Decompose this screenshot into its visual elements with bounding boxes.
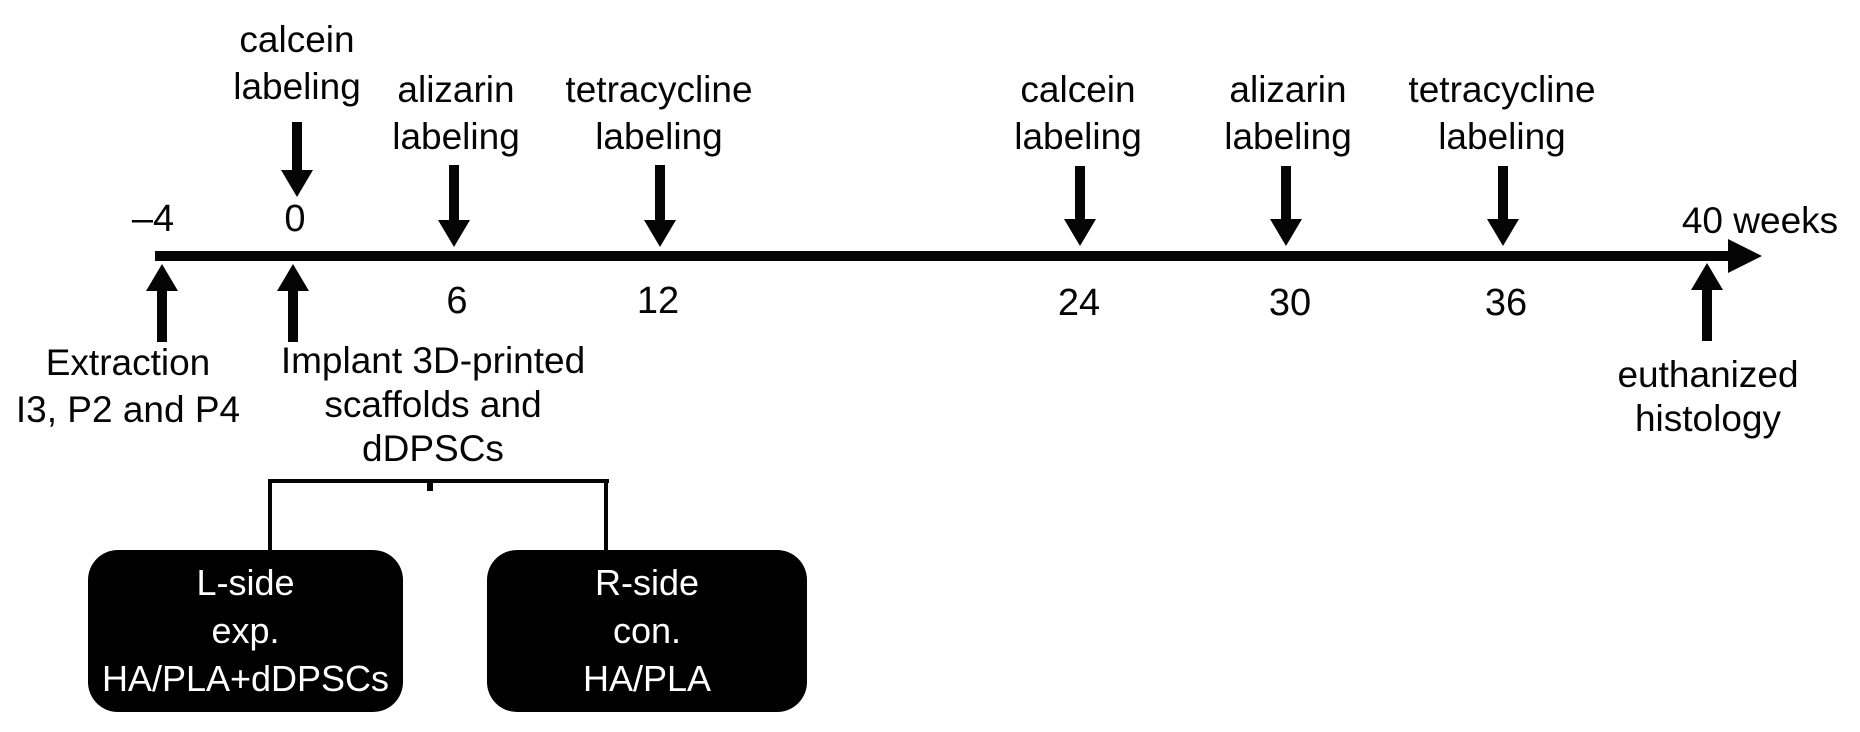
event-label-line: labeling: [392, 116, 520, 157]
event-label-line: I3, P2 and P4: [15, 389, 241, 430]
timeline-axis: [155, 251, 1732, 261]
bracket-right-leg: [604, 479, 608, 552]
event-label-line: tetracycline: [565, 69, 753, 110]
bracket-horizontal-line: [268, 479, 609, 483]
event-label-line: euthanized: [1617, 354, 1799, 395]
event-label-calcein-week24: calcein labeling: [1014, 66, 1142, 160]
event-label-calcein-week0: calcein labeling: [233, 16, 361, 110]
group-box-line: exp.: [211, 610, 280, 651]
up-arrow-icon: [276, 264, 310, 342]
down-arrow-icon: [1486, 166, 1520, 246]
down-arrow-icon: [437, 165, 471, 247]
event-label-line: dDPSCs: [362, 428, 504, 469]
event-label-line: labeling: [233, 66, 361, 107]
tick-week-12: 12: [636, 280, 680, 322]
group-box-line: HA/PLA: [582, 658, 712, 699]
bracket-center-tick: [427, 482, 433, 491]
event-label-alizarin-week30: alizarin labeling: [1224, 66, 1352, 160]
group-box-left-side: L-side exp. HA/PLA+dDPSCs: [88, 550, 403, 712]
down-arrow-icon: [1063, 166, 1097, 246]
tick-week-30: 30: [1268, 282, 1312, 324]
event-label-line: scaffolds and: [324, 384, 542, 425]
event-label-line: calcein: [239, 19, 355, 60]
up-arrow-icon: [145, 264, 179, 342]
event-label-implant: Implant 3D-printed scaffolds and dDPSCs: [281, 339, 585, 471]
event-label-line: calcein: [1020, 69, 1136, 110]
timeline-axis-arrowhead-icon: [1728, 239, 1762, 273]
event-label-line: labeling: [595, 116, 723, 157]
group-box-right-side: R-side con. HA/PLA: [487, 550, 807, 712]
down-arrow-icon: [643, 165, 677, 247]
event-label-line: alizarin: [397, 69, 515, 110]
tick-week-0: 0: [284, 198, 306, 240]
event-label-extraction: Extraction I3, P2 and P4: [16, 339, 240, 433]
event-label-tetracycline-week36: tetracycline labeling: [1408, 66, 1595, 160]
event-label-euthanized: euthanized histology: [1617, 353, 1798, 441]
tick-week-minus4: –4: [131, 198, 175, 240]
event-label-line: Implant 3D-printed: [280, 340, 586, 381]
group-box-line: R-side: [594, 562, 700, 603]
group-box-line: con.: [612, 610, 682, 651]
tick-week-6: 6: [446, 280, 468, 322]
event-label-line: tetracycline: [1408, 69, 1596, 110]
tick-week-36: 36: [1484, 282, 1528, 324]
axis-end-label: 40 weeks: [1681, 200, 1839, 241]
down-arrow-icon: [280, 122, 314, 197]
down-arrow-icon: [1269, 166, 1303, 246]
event-label-line: labeling: [1014, 116, 1142, 157]
event-label-line: Extraction: [45, 342, 211, 383]
event-label-line: alizarin: [1229, 69, 1347, 110]
event-label-tetracycline-week12: tetracycline labeling: [565, 66, 752, 160]
bracket-left-leg: [268, 479, 272, 552]
event-label-line: labeling: [1438, 116, 1566, 157]
group-box-line: L-side: [196, 562, 295, 603]
event-label-line: histology: [1634, 398, 1782, 439]
up-arrow-icon: [1690, 263, 1724, 341]
event-label-line: labeling: [1224, 116, 1352, 157]
tick-week-24: 24: [1057, 282, 1101, 324]
group-box-line: HA/PLA+dDPSCs: [101, 658, 390, 699]
event-label-alizarin-week6: alizarin labeling: [392, 66, 520, 160]
